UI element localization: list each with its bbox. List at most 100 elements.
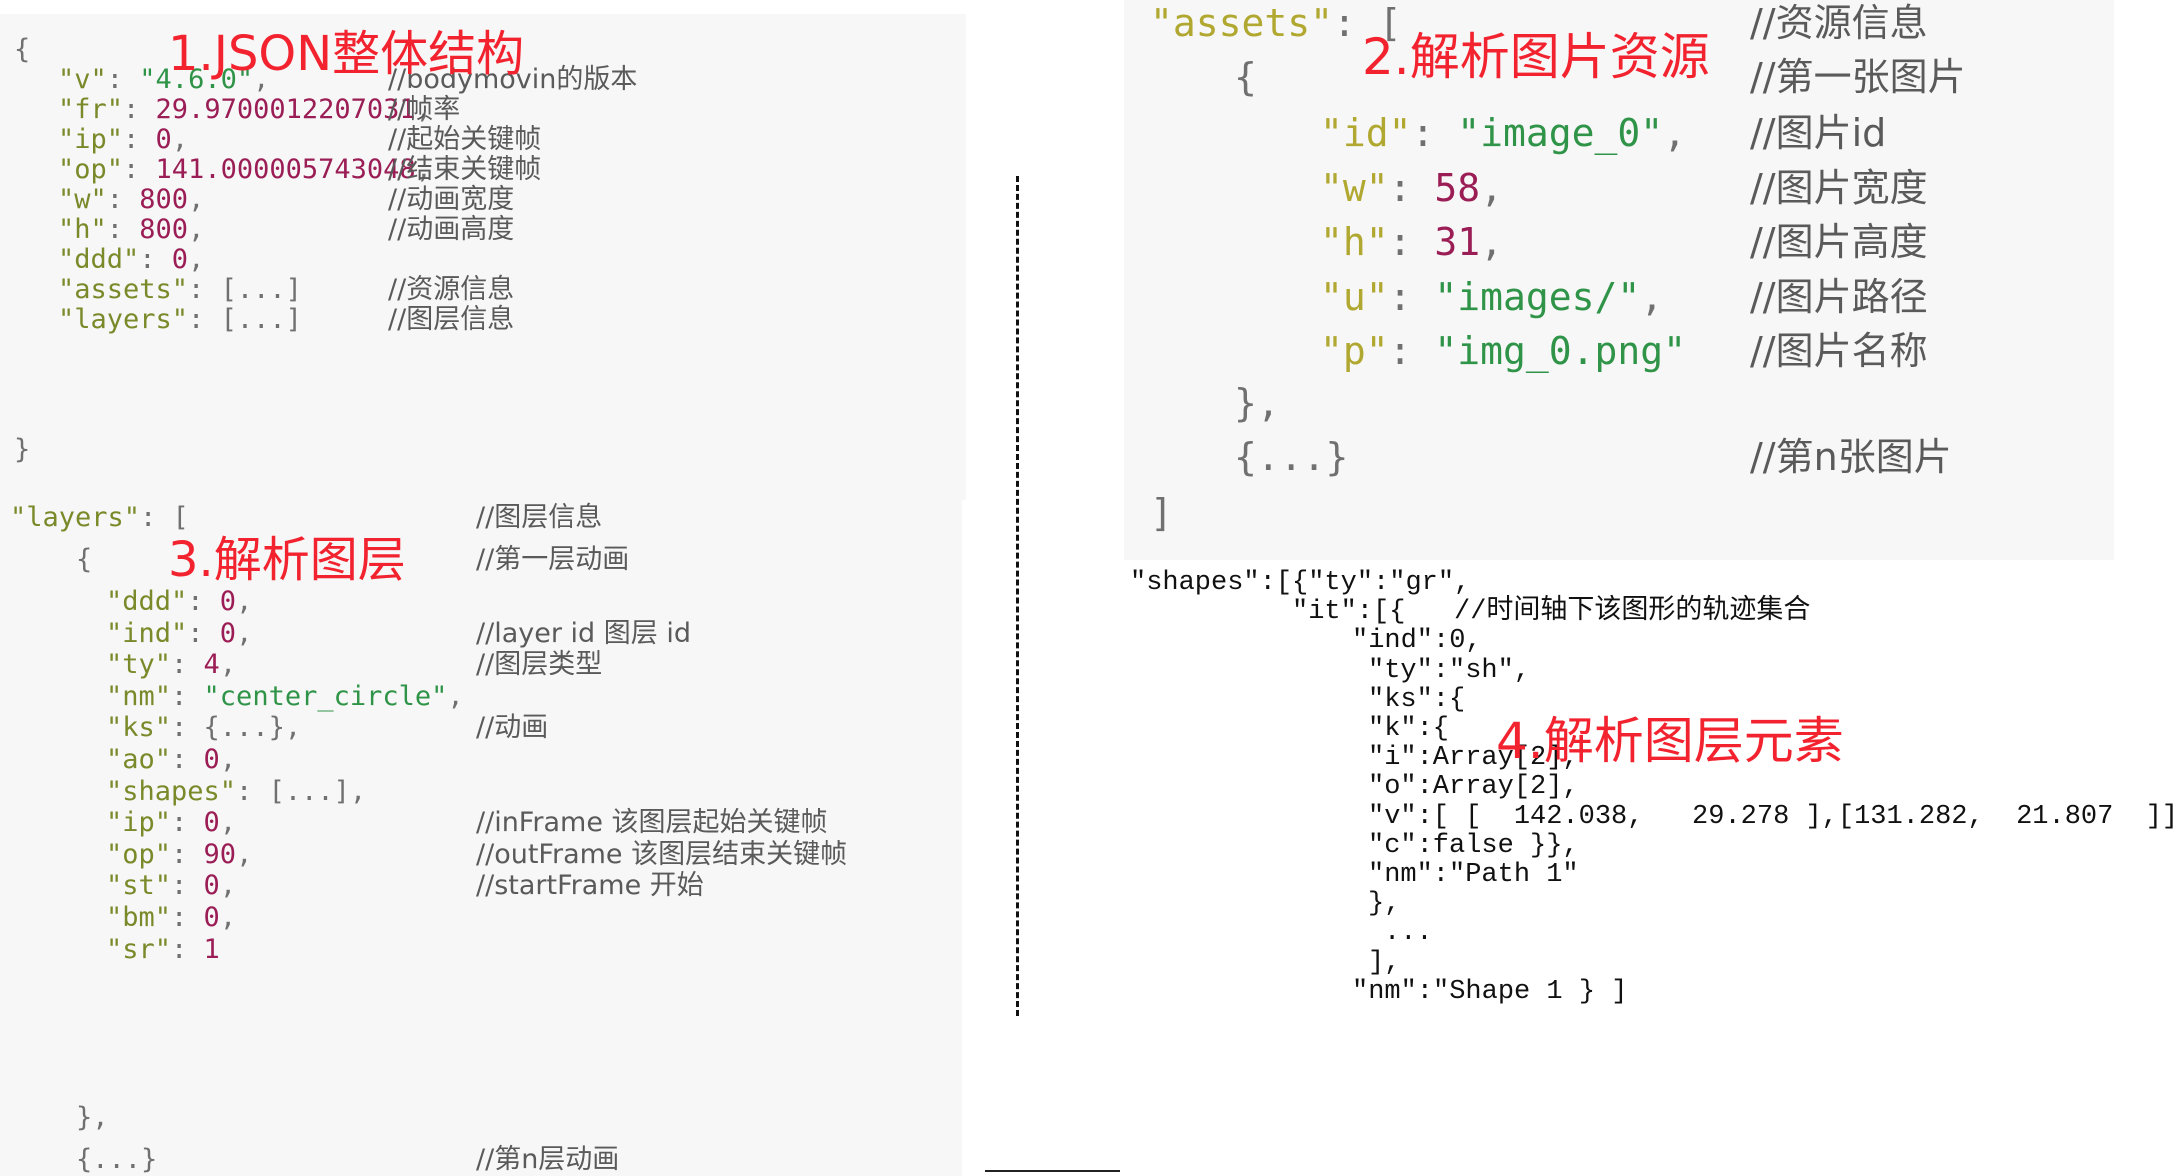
section3-row-val: 0 — [203, 744, 220, 775]
section3-row-comment: //layer id 图层 id — [476, 617, 691, 649]
section3-row-key: "ip" — [106, 807, 172, 839]
section3-row-sep: : — [171, 807, 204, 839]
section1-panel: { "v": "4.6.0",//bodymovin的版本"fr": 29.97… — [0, 14, 966, 500]
section2-header-rest: : [ — [1333, 1, 1402, 45]
section3-row-sep: : — [171, 933, 204, 965]
section3-row-sep: : — [171, 744, 204, 775]
divider-dashed-line — [1016, 176, 1019, 1016]
section1-row-val: "4.6.0" — [139, 64, 254, 95]
section2-row-line: "h": 31, — [1320, 223, 1503, 261]
section3-row-key: "op" — [106, 838, 172, 870]
section1-row-end: , — [188, 214, 205, 245]
section3-row-sep: : — [171, 838, 204, 870]
section4-heading: 4.解析图层元素 — [1496, 712, 1844, 770]
section3-row-val: 1 — [203, 933, 220, 965]
section3-row-sep: : — [171, 680, 204, 712]
section1-row-comment: //资源信息 — [388, 274, 515, 305]
section1-row-sep: : — [188, 304, 221, 335]
section1-row-sep: : — [123, 94, 156, 125]
section3-row-key: "shapes" — [106, 775, 237, 807]
section2-row-line: "u": "images/", — [1320, 278, 1663, 316]
section3-header-key: "layers" — [10, 502, 141, 533]
section1-row-comment: //帧率 — [388, 94, 461, 125]
section3-row-sep: : — [171, 649, 204, 681]
section2-row-comment: //图片id — [1750, 111, 1887, 155]
section1-row-sep: : — [106, 64, 140, 95]
section1-row-end: , — [188, 184, 205, 215]
section2-row-comment: //图片名称 — [1750, 329, 1928, 373]
section1-row-key: "v" — [58, 64, 107, 95]
section3-close-object: }, — [76, 1102, 109, 1133]
section3-row-end: , — [219, 870, 237, 902]
section3-row-end: , — [236, 838, 253, 870]
section3-more: {...} — [76, 1144, 158, 1175]
section2-row-comment: //图片宽度 — [1750, 165, 1928, 210]
section1-row-sep: : — [123, 124, 156, 155]
section3-row-key: "st" — [106, 870, 172, 902]
section3-heading: 3.解析图层 — [168, 532, 406, 588]
section3-panel: "layers": [ //图层信息 { //第一层动画 "ddd": 0,"i… — [0, 500, 962, 1176]
section1-row-comment: //bodymovin的版本 — [388, 64, 638, 95]
section1-row-comment: //动画高度 — [388, 214, 515, 245]
section3-row-key: "ao" — [106, 744, 172, 775]
section4-code-line: ], — [1368, 947, 1401, 978]
section3-row-sep: : — [187, 617, 220, 649]
section3-row-end: , — [219, 902, 237, 933]
section2-close-object: }, — [1234, 381, 1280, 425]
section2-row-sep: : — [1388, 165, 1435, 210]
section1-row-line: "w": 800, — [58, 186, 204, 213]
section1-row-line: "fr": 29.9700012207031, — [58, 96, 432, 123]
section2-row-comment: //图片路径 — [1750, 274, 1928, 319]
section3-row-val: 0 — [219, 586, 237, 617]
section3-row-end: , — [349, 775, 367, 807]
section3-row-line: "op": 90, — [106, 841, 252, 868]
section3-row-sep: : — [171, 870, 204, 902]
section1-row-comment: //动画宽度 — [388, 184, 515, 215]
section2-row-end: , — [1480, 220, 1504, 264]
section1-row-end: , — [171, 124, 189, 155]
section2-open-comment: //第一张图片 — [1750, 55, 1966, 99]
section3-row-end: , — [219, 649, 237, 681]
section4-code-line: "nm":"Shape 1 } ] — [1352, 976, 1628, 1007]
section3-row-end: , — [284, 712, 302, 744]
section3-row-key: "nm" — [106, 680, 172, 712]
section2-header-comment: //资源信息 — [1750, 1, 1928, 45]
section3-row-end: , — [219, 744, 237, 775]
section3-row-line: "ks": {...}, — [106, 714, 301, 741]
section1-row-key: "ddd" — [58, 244, 140, 275]
section2-row-key: "h" — [1320, 220, 1389, 264]
section1-row-line: "assets": [...] — [58, 276, 302, 303]
section1-row-val: 800 — [139, 184, 189, 215]
section1-heading: 1.JSON整体结构 — [168, 26, 525, 82]
section3-row-sep: : — [187, 586, 220, 617]
section2-row-key: "w" — [1320, 165, 1389, 210]
section4-panel: "shapes":[{"ty":"gr","it":[{ //时间轴下该图形的轨… — [1122, 560, 2178, 1176]
section2-more-comment: //第n张图片 — [1750, 435, 1952, 479]
section3-row-line: "shapes": [...], — [106, 778, 366, 805]
section3-row-end: , — [447, 680, 464, 712]
section1-row-sep: : — [123, 154, 156, 185]
section3-row-val: {...} — [203, 712, 285, 744]
section1-row-line: "layers": [...] — [58, 306, 302, 333]
section4-code-line: "k":{ — [1368, 714, 1450, 744]
section3-row-val: 90 — [203, 838, 237, 870]
section3-row-sep: : — [171, 902, 204, 933]
section3-row-sep: : — [171, 712, 204, 744]
section2-open-brace: { — [1234, 55, 1257, 99]
section2-row-end: , — [1663, 111, 1687, 155]
section3-row-val: 0 — [203, 807, 220, 839]
section1-row-key: "assets" — [58, 274, 189, 305]
section2-row-comment: //图片高度 — [1750, 220, 1928, 264]
section4-code-line: "it":[{ //时间轴下该图形的轨迹集合 — [1292, 597, 1811, 628]
section3-more-comment: //第n层动画 — [476, 1144, 620, 1175]
section3-row-key: "bm" — [106, 902, 172, 933]
section1-row-sep: : — [188, 274, 221, 305]
section2-row-end: , — [1640, 274, 1664, 319]
section4-code-line: "shapes":[{"ty":"gr", — [1130, 568, 1471, 598]
section3-row-comment: //outFrame 该图层结束关键帧 — [476, 838, 848, 870]
section1-row-comment: //结束关键帧 — [388, 154, 542, 185]
section3-row-line: "ao": 0, — [106, 746, 236, 773]
section4-code-line: "ty":"sh", — [1368, 655, 1531, 686]
section1-row-val: 29.9700012207031 — [155, 94, 416, 125]
section3-row-comment: //startFrame 开始 — [476, 870, 704, 902]
